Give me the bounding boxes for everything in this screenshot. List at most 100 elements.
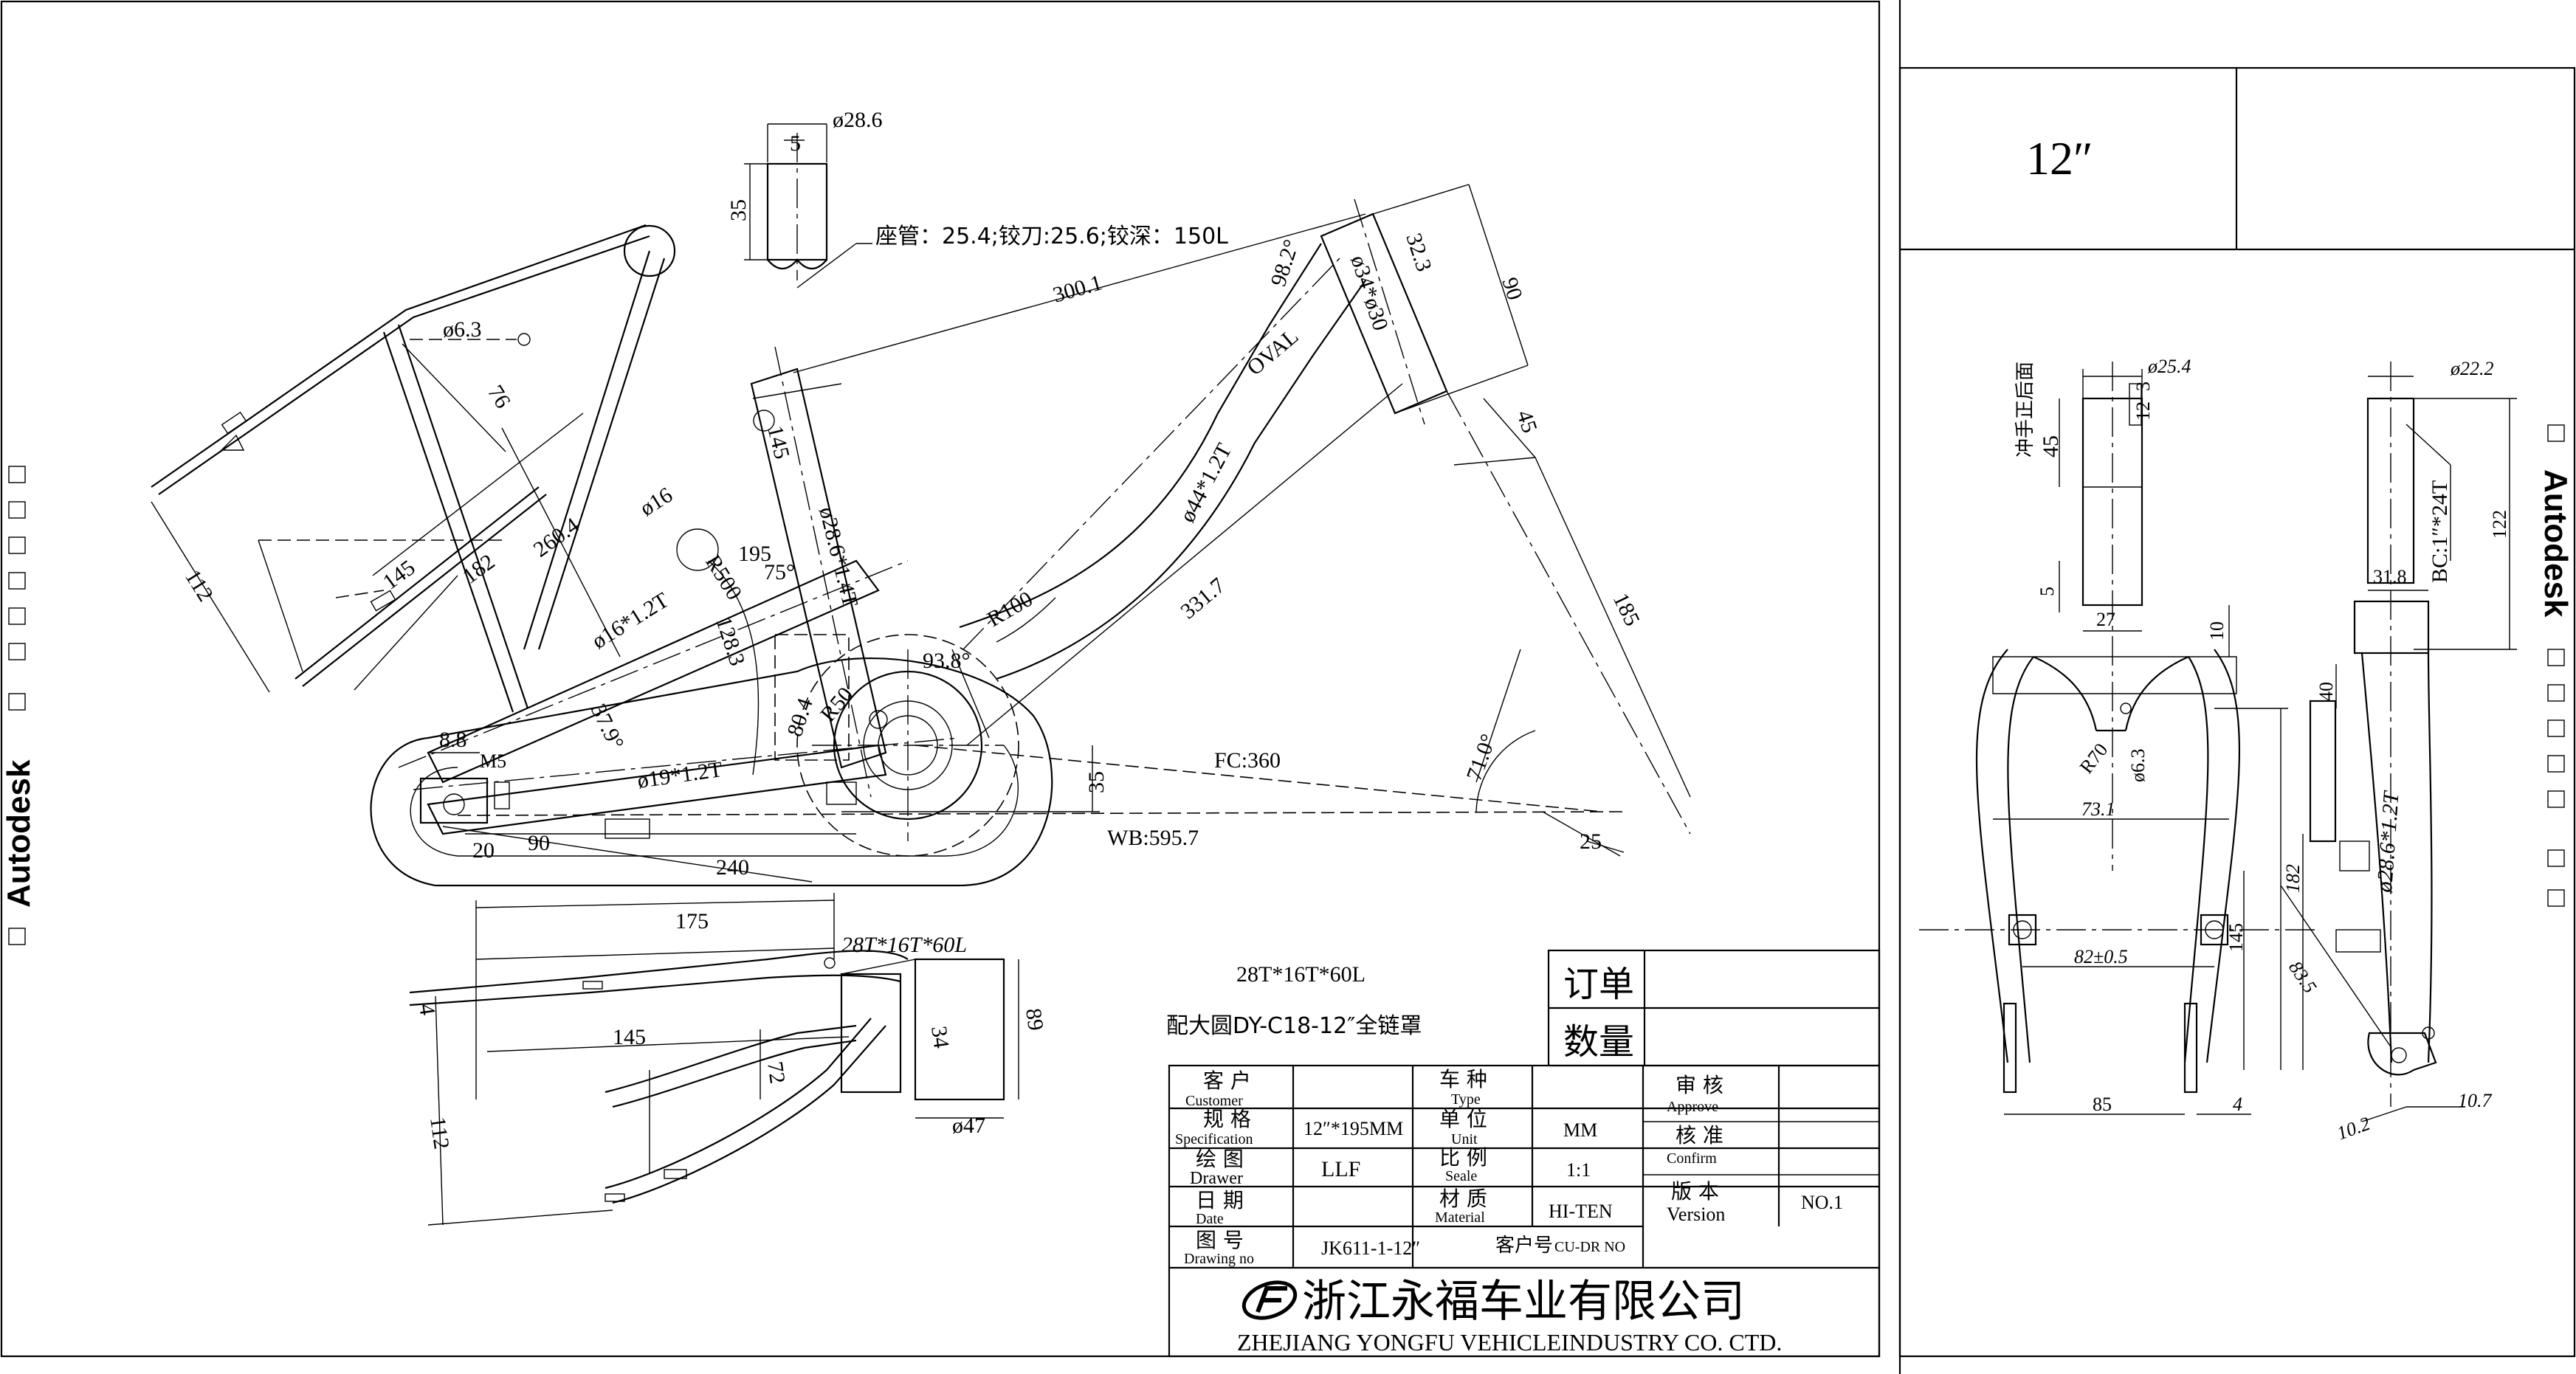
side-bc: BC:1″*24T — [2428, 480, 2452, 583]
bb-angle: 93.8° — [923, 649, 971, 673]
custno-label: 客户号 — [1495, 1235, 1553, 1257]
guard-89: 89 — [1021, 1007, 1048, 1032]
autodesk-right-text: Autodesk — [2538, 469, 2574, 618]
scale-en: Seale — [1445, 1168, 1477, 1184]
head-tube-angle: 98.2° — [1266, 237, 1304, 290]
fork-small-3: 3 — [2132, 382, 2154, 391]
spec-val: 12″*195MM — [1304, 1118, 1403, 1139]
guard-175: 175 — [675, 909, 709, 933]
drawer-val: LLF — [1321, 1157, 1360, 1181]
fork-w4: 4 — [2233, 1094, 2242, 1115]
fork-steerer-note: 冲手正后面 — [2014, 362, 2036, 458]
seat-tube-145: 145 — [762, 424, 794, 462]
approve-cn: 审 核 — [1676, 1073, 1723, 1097]
unit-val: MM — [1563, 1119, 1597, 1141]
seat-tube-detail: ø28.6 5 35 座管：25.4;铰刀:25.6;铰深：150L — [726, 108, 1228, 289]
fork-25: 25 — [1580, 829, 1602, 854]
confirm-en: Confirm — [1667, 1150, 1717, 1167]
fork-145: 145 — [2225, 923, 2247, 952]
oval-label: OVAL — [1242, 324, 1303, 380]
right-side-mark: Autodesk — [2538, 469, 2574, 618]
down-tube-len: 331.7 — [1176, 573, 1230, 624]
fork-side-view: ø22.2 BC:1″*24T 122 31.8 40 ø28.6*1.2T 8… — [2280, 358, 2517, 1145]
cs-240: 240 — [716, 855, 749, 880]
title-block: 订单 数量 客 户 Customer 规 格 Specification 12″… — [1168, 949, 1881, 1358]
dropout-20: 20 — [472, 838, 495, 863]
side-182: 182 — [2282, 864, 2304, 893]
chain-guard-spec: 配大圆DY-C18-12″全链罩 — [1166, 1013, 1422, 1039]
down-tube-r: R100 — [983, 587, 1037, 632]
approve-en: Approve — [1667, 1099, 1718, 1115]
head-tube-offset: 32.3 — [1401, 230, 1436, 275]
fc-label: FC:360 — [1214, 748, 1281, 773]
rack-76: 76 — [483, 381, 515, 412]
fork-steerer-len: 45 — [2039, 435, 2063, 458]
spec-en: Specification — [1175, 1131, 1253, 1147]
material-val: HI-TEN — [1549, 1201, 1613, 1222]
unit-cn: 单 位 — [1439, 1107, 1487, 1131]
fork-offset: 45 — [1512, 407, 1542, 436]
qty-label: 数量 — [1563, 1021, 1634, 1063]
wb-line — [457, 811, 1625, 816]
side-102: 10.2 — [2334, 1113, 2373, 1145]
fork-five: 5 — [2036, 587, 2058, 596]
head-tube-dia: ø34*ø30 — [1346, 252, 1393, 334]
frame-side-view: ø28.6 5 35 座管：25.4;铰刀:25.6;铰深：150L — [151, 108, 1691, 1039]
bb-1283: 128.3 — [711, 614, 749, 669]
scale-val: 1:1 — [1566, 1159, 1591, 1181]
top-tube-dim-line — [793, 213, 1366, 373]
date-cn: 日 期 — [1196, 1188, 1244, 1212]
seat-angle2: 195 — [738, 542, 771, 566]
drawer-en: Drawer — [1190, 1169, 1243, 1188]
seat-tube-dia: ø28.6*1.4T — [814, 505, 862, 610]
version-en: Version — [1667, 1204, 1725, 1225]
material-cn: 材 质 — [1439, 1187, 1487, 1211]
dropout-88: 8.8 — [439, 728, 467, 752]
drawingno-en: Drawing no — [1184, 1251, 1254, 1267]
bb-r50: R50 — [816, 683, 858, 727]
type-cn: 车 种 — [1439, 1067, 1487, 1091]
fork-ten: 10 — [2206, 621, 2228, 641]
side-107: 10.7 — [2458, 1090, 2493, 1111]
chain-spec: 28T*16T*60L — [1236, 962, 1366, 987]
chain-guard: 93.8° 80.4 R50 8.8 M5 37.9° 20 90 240 35 — [370, 634, 1109, 887]
fork-85: 85 — [2093, 1094, 2112, 1115]
sheet-border-main — [0, 0, 1881, 1358]
head-tube: 90 32.3 ø34*ø30 98.2° OVAL — [1242, 184, 1691, 835]
side-steerer: ø22.2 — [2450, 358, 2494, 379]
fork-len: 185 — [1608, 590, 1645, 630]
ss-dia-small: ø16 — [636, 483, 677, 521]
unit-en: Unit — [1451, 1131, 1478, 1147]
side-122: 122 — [2489, 510, 2510, 539]
version-cn: 版 本 — [1671, 1179, 1719, 1204]
top-tube-len: 300.1 — [1050, 270, 1105, 307]
left-side-mark: Autodesk — [1, 759, 37, 908]
drawingno-val: JK611-1-12″ — [1321, 1237, 1420, 1259]
company-logo — [1241, 1280, 1298, 1320]
down-tube: ø44*1.2T 331.7 R100 — [959, 243, 1403, 746]
date-en: Date — [1196, 1211, 1224, 1227]
bb-dim: 80.4 — [782, 695, 818, 739]
fork-d6: ø6.3 — [2127, 749, 2149, 783]
fork-731: 73.1 — [2081, 798, 2115, 820]
bb-drop: 35 — [1084, 771, 1109, 793]
fork-size-label: 12″ — [2026, 132, 2093, 184]
version-val: NO.1 — [1801, 1192, 1843, 1213]
cs-dia: ø19*1.2T — [636, 757, 723, 793]
side-318: 31.8 — [2373, 566, 2407, 587]
scale-cn: 比 例 — [1439, 1145, 1487, 1170]
head-tube-len: 90 — [1497, 275, 1527, 303]
right-side-boxes — [2547, 424, 2565, 907]
type-en: Type — [1451, 1091, 1481, 1108]
order-label: 订单 — [1563, 964, 1634, 1005]
guard-chain: 28T*16T*60L — [841, 933, 967, 957]
down-tube-dia: ø44*1.2T — [1175, 440, 1237, 527]
company-cn: 浙江永福车业有限公司 — [1302, 1276, 1745, 1328]
confirm-cn: 核 准 — [1676, 1123, 1723, 1147]
customer-en: Customer — [1185, 1093, 1243, 1109]
wb-label: WB:595.7 — [1107, 826, 1199, 850]
ss-dia: ø16*1.2T — [588, 588, 673, 654]
rack-dia2: ø6.3 — [443, 317, 482, 342]
fork-steerer: ø25.4 — [2147, 356, 2191, 377]
